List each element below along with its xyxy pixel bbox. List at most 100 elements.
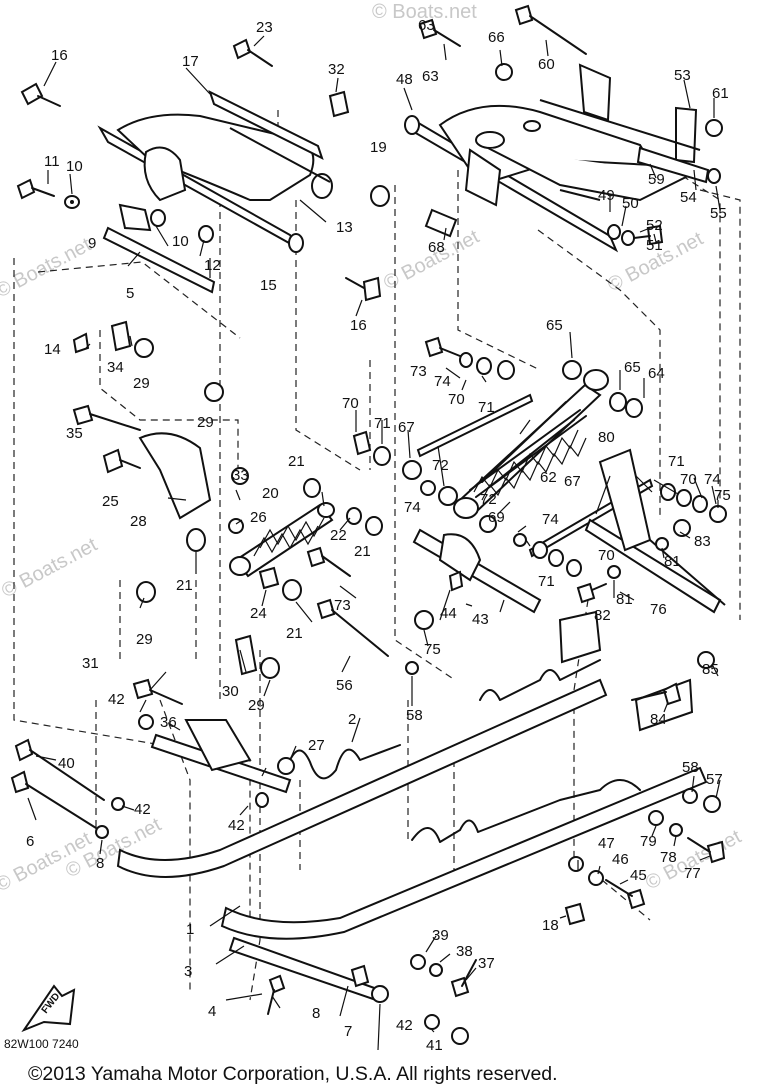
bushing bbox=[260, 657, 280, 679]
bolt bbox=[132, 678, 183, 705]
callout-72: 72 bbox=[480, 491, 497, 508]
bolt bbox=[564, 902, 586, 926]
bushing bbox=[497, 360, 515, 380]
callout-45: 45 bbox=[630, 867, 647, 884]
washer bbox=[682, 788, 698, 804]
callout-48: 48 bbox=[396, 71, 413, 88]
callout-28: 28 bbox=[130, 513, 147, 530]
bushing bbox=[373, 446, 391, 466]
callout-16: 16 bbox=[51, 47, 68, 64]
callout-60: 60 bbox=[538, 56, 555, 73]
callout-40: 40 bbox=[58, 755, 75, 772]
collar bbox=[352, 430, 372, 456]
callout-80: 80 bbox=[598, 429, 615, 446]
callout-33: 33 bbox=[232, 467, 249, 484]
watermark: © Boats.net bbox=[0, 234, 95, 303]
callout-79: 79 bbox=[640, 833, 657, 850]
callout-56: 56 bbox=[336, 677, 353, 694]
callout-5: 5 bbox=[126, 285, 134, 302]
nut bbox=[673, 519, 691, 537]
bolt bbox=[16, 178, 55, 200]
bolt bbox=[605, 879, 646, 910]
callout-16: 16 bbox=[350, 317, 367, 334]
front-pivot-arm-assembly bbox=[97, 90, 333, 294]
callout-72: 72 bbox=[432, 457, 449, 474]
bolt bbox=[687, 837, 726, 864]
callout-38: 38 bbox=[456, 943, 473, 960]
callout-8: 8 bbox=[312, 1005, 320, 1022]
nut bbox=[705, 119, 723, 137]
callout-14: 14 bbox=[44, 341, 61, 358]
bolt bbox=[631, 682, 682, 706]
nut bbox=[703, 795, 721, 813]
callout-29: 29 bbox=[136, 631, 153, 648]
callout-71: 71 bbox=[538, 573, 555, 590]
bolt bbox=[10, 770, 97, 829]
drawing-code: 82W100 7240 bbox=[4, 1037, 79, 1051]
bushing bbox=[186, 528, 206, 552]
bushing bbox=[204, 382, 224, 402]
bolt bbox=[514, 4, 587, 55]
collar bbox=[110, 320, 132, 352]
bolt bbox=[424, 336, 461, 358]
callout-37: 37 bbox=[478, 955, 495, 972]
callout-20: 20 bbox=[262, 485, 279, 502]
bushing bbox=[692, 495, 708, 513]
bushing bbox=[459, 352, 473, 368]
callout-66: 66 bbox=[488, 29, 505, 46]
callout-15: 15 bbox=[260, 277, 277, 294]
nut bbox=[370, 185, 390, 207]
callout-71: 71 bbox=[478, 399, 495, 416]
nut bbox=[709, 505, 727, 523]
callout-13: 13 bbox=[336, 219, 353, 236]
callout-67: 67 bbox=[398, 419, 415, 436]
callout-11: 11 bbox=[44, 153, 60, 170]
front-shock-absorber bbox=[229, 502, 335, 578]
bushing bbox=[136, 581, 156, 603]
callout-70: 70 bbox=[680, 471, 697, 488]
callout-53: 53 bbox=[674, 67, 691, 84]
callout-42: 42 bbox=[396, 1017, 413, 1034]
bolt bbox=[20, 82, 61, 107]
callout-75: 75 bbox=[714, 487, 731, 504]
nut bbox=[414, 610, 434, 630]
callout-35: 35 bbox=[66, 425, 83, 442]
bushing bbox=[282, 579, 302, 601]
callout-labels: 16 17 23 32 11 10 19 13 10 12 9 15 5 16 … bbox=[26, 17, 731, 1054]
callout-59: 59 bbox=[648, 171, 665, 188]
callout-22: 22 bbox=[330, 527, 347, 544]
callout-3: 3 bbox=[184, 963, 192, 980]
callout-12: 12 bbox=[204, 257, 221, 274]
callout-73: 73 bbox=[334, 597, 351, 614]
callout-41: 41 bbox=[426, 1037, 443, 1054]
callout-9: 9 bbox=[88, 235, 96, 252]
center-shock-absorber bbox=[453, 369, 609, 519]
washer bbox=[410, 954, 426, 970]
bolt bbox=[232, 38, 273, 67]
callout-42: 42 bbox=[108, 691, 125, 708]
callout-18: 18 bbox=[542, 917, 559, 934]
callout-63: 63 bbox=[418, 17, 435, 34]
bushing bbox=[402, 460, 422, 480]
nut bbox=[277, 757, 295, 775]
callout-81: 81 bbox=[664, 553, 681, 570]
callout-64: 64 bbox=[648, 365, 665, 382]
nut bbox=[495, 63, 513, 81]
washer bbox=[64, 195, 80, 209]
washer bbox=[420, 480, 436, 496]
nut bbox=[697, 651, 715, 669]
bushing bbox=[303, 478, 321, 498]
bushing bbox=[346, 507, 362, 525]
leader-lines bbox=[27, 35, 721, 1051]
bushing bbox=[609, 392, 627, 412]
nut bbox=[231, 467, 249, 485]
callout-55: 55 bbox=[710, 205, 727, 222]
bushing bbox=[532, 541, 548, 559]
front-lower-bracket bbox=[138, 432, 292, 794]
bolt bbox=[102, 448, 141, 474]
callout-74: 74 bbox=[404, 499, 421, 516]
callout-21: 21 bbox=[288, 453, 305, 470]
callout-21: 21 bbox=[286, 625, 303, 642]
bushing bbox=[660, 483, 676, 501]
bolt bbox=[450, 959, 477, 998]
